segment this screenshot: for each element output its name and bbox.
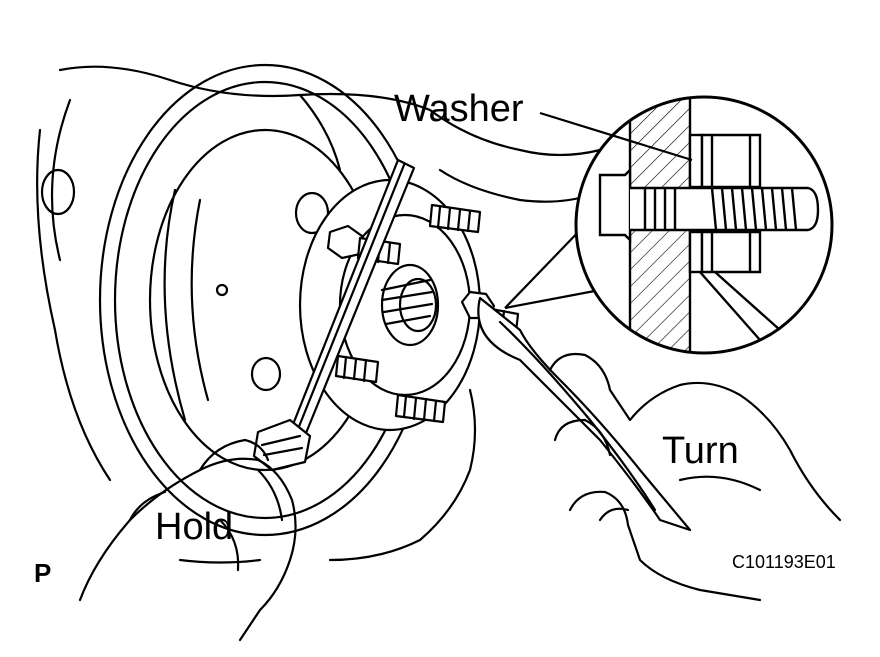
washer-leader-line [539,111,693,162]
left-hand [78,438,297,642]
detail-callout [504,224,601,310]
washer-label: Washer [394,88,524,130]
detail-view [574,95,834,355]
wrench [477,296,692,532]
turn-label: Turn [662,430,739,472]
knuckle-outline [36,65,602,564]
screwdriver [252,158,416,472]
right-hand [548,352,842,602]
hold-label: Hold [155,506,234,548]
view-mark: P [34,558,52,588]
figure-code: C101193E01 [732,552,836,572]
